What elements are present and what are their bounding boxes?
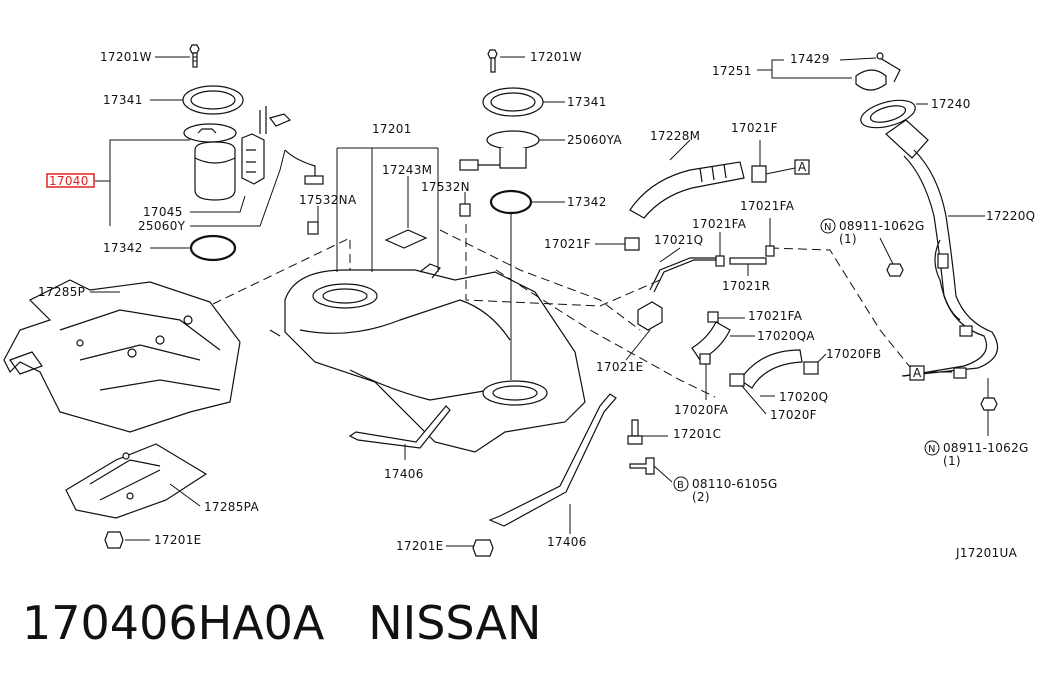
- label-17021e: 17021E: [596, 360, 644, 374]
- bolt-17201c: [627, 419, 668, 445]
- label-ref-a1: A: [798, 160, 807, 174]
- label-17021f-mid: 17021F: [544, 237, 591, 251]
- clamp-17021f-mid: [595, 237, 640, 251]
- label-17342-center: 17342: [567, 195, 607, 209]
- label-17341-left: 17341: [103, 93, 143, 107]
- label-17201w-center: 17201W: [530, 50, 582, 64]
- circle-n-a: [820, 218, 836, 234]
- pump-body: [194, 106, 324, 201]
- label-n-prefix-b: N: [928, 444, 936, 455]
- label-08110-6105g: 08110-6105G: [692, 477, 778, 491]
- parts-diagram: 17201W 17341 17040 17045 25060Y 17342 17…: [3, 44, 1035, 560]
- clamp-17021f-top: [751, 140, 796, 183]
- sender-assembly-center: [459, 49, 565, 380]
- label-17021fa-a: 17021FA: [692, 217, 747, 231]
- label-17020f: 17020F: [770, 408, 817, 422]
- label-17021fa-c: 17021FA: [748, 309, 803, 323]
- label-17020fa: 17020FA: [674, 403, 729, 417]
- label-17243m: 17243M: [382, 163, 432, 177]
- label-ref-a2: A: [913, 366, 922, 380]
- bolt-17201w-left: [189, 44, 200, 68]
- nut-08911-b: [980, 378, 998, 436]
- hose-17020q: [699, 349, 827, 415]
- filler-tube-17220q: [885, 119, 999, 379]
- gasket-17240: [860, 99, 928, 129]
- label-17251: 17251: [712, 64, 752, 78]
- label-17342-left: 17342: [103, 241, 143, 255]
- label-17220q: 17220Q: [986, 209, 1035, 223]
- nut-17201e-right: [446, 539, 494, 557]
- label-17285pa: 17285PA: [204, 500, 259, 514]
- label-17020qa: 17020QA: [757, 329, 815, 343]
- bolt-08110: [629, 457, 673, 483]
- label-17406-right: 17406: [547, 535, 587, 549]
- label-17021f-top: 17021F: [731, 121, 778, 135]
- label-08911-qty-a: (1): [839, 232, 857, 246]
- label-17406-left: 17406: [384, 467, 424, 481]
- label-17045: 17045: [143, 205, 183, 219]
- clip-17532n: [459, 192, 471, 217]
- o-ring-17342-left: [189, 234, 237, 262]
- label-17532n: 17532N: [421, 180, 470, 194]
- gasket-17341-left: [182, 85, 244, 115]
- label-17040: 17040: [49, 174, 89, 188]
- dashed-leaders: [212, 224, 915, 398]
- heat-shield-17285p: [3, 279, 241, 433]
- label-17285p: 17285P: [38, 285, 85, 299]
- heat-shield-17285pa: [65, 443, 208, 519]
- nut-08911-a: [879, 237, 904, 277]
- fuel-pump-assembly: [95, 44, 324, 262]
- label-n-prefix-a: N: [824, 222, 832, 233]
- label-17021q: 17021Q: [654, 233, 703, 247]
- label-17021r: 17021R: [722, 279, 770, 293]
- label-25060y: 25060Y: [138, 219, 186, 233]
- valve-17021e: [625, 301, 663, 361]
- label-b-prefix: B: [677, 480, 684, 491]
- nut-17201e-left: [104, 531, 150, 549]
- label-17228m: 17228M: [650, 129, 700, 143]
- fuel-tank-17201: [269, 147, 586, 453]
- circle-n-b: [924, 440, 940, 456]
- ref-box-a1: [794, 159, 810, 175]
- label-diagram-ref: J17201UA: [955, 546, 1018, 560]
- label-17532na: 17532NA: [299, 193, 357, 207]
- label-08911-1062g-a: 08911-1062G: [839, 219, 925, 233]
- label-08110-qty: (2): [692, 490, 710, 504]
- breather-tube-17021q: [649, 218, 775, 293]
- label-17429: 17429: [790, 52, 830, 66]
- label-17201e-left: 17201E: [154, 533, 202, 547]
- label-08911-1062g-b: 08911-1062G: [943, 441, 1029, 455]
- filler-hose-17228m: [629, 139, 745, 219]
- label-25060ya: 25060YA: [567, 133, 622, 147]
- label-17021fa-b: 17021FA: [740, 199, 795, 213]
- part-number-caption: 170406HA0A NISSAN: [22, 596, 542, 650]
- fuel-cap-17251: [757, 52, 901, 91]
- label-17201e-right: 17201E: [396, 539, 444, 553]
- pump-flange: [183, 123, 237, 143]
- label-17020q: 17020Q: [779, 390, 828, 404]
- strap-17406-left: [348, 405, 451, 460]
- label-17201w-left: 17201W: [100, 50, 152, 64]
- label-17341-center: 17341: [567, 95, 607, 109]
- clip-17532na: [307, 206, 319, 235]
- label-17240: 17240: [931, 97, 971, 111]
- label-08911-qty-b: (1): [943, 454, 961, 468]
- strap-17406-right: [488, 393, 617, 534]
- ref-box-a2: [909, 365, 925, 381]
- circle-b: [673, 476, 689, 492]
- hose-17020qa: [691, 311, 755, 361]
- highlight-box-17040: [46, 173, 95, 188]
- label-17020fb: 17020FB: [826, 347, 881, 361]
- pad-17243m: [384, 229, 428, 249]
- label-17201: 17201: [372, 122, 412, 136]
- label-17201c: 17201C: [673, 427, 721, 441]
